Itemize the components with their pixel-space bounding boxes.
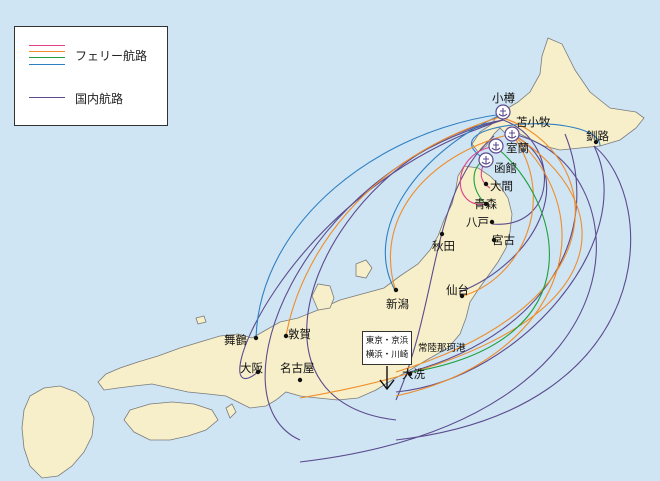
anchor-icon — [488, 138, 504, 154]
port-dot-icon — [255, 369, 261, 375]
anchor-icon — [495, 104, 511, 120]
port-label-hakodate: 函館 — [494, 161, 517, 175]
legend-domestic-line — [29, 97, 65, 98]
port-dot-icon — [253, 335, 259, 341]
port-label-oma: 大間 — [490, 179, 513, 193]
port-label-otaru: 小樽 — [492, 91, 515, 105]
port-dot-icon — [393, 287, 399, 293]
port-label-sendai: 仙台 — [446, 283, 469, 297]
anchor-icon — [504, 126, 520, 142]
port-label-tsuruga: 敦賀 — [288, 327, 311, 341]
port-dot-icon — [283, 333, 289, 339]
anchors — [478, 104, 520, 168]
port-dot-icon — [593, 139, 599, 145]
kyushu — [21, 385, 95, 479]
port-label-aomori: 青森 — [474, 197, 497, 211]
port-label-maizuru: 舞鶴 — [224, 333, 247, 347]
ferry-routes — [255, 113, 601, 399]
oki — [195, 315, 207, 325]
port-label-tomakomai: 苫小牧 — [516, 115, 551, 129]
legend: フェリー航路 国内航路 — [14, 26, 168, 126]
port-dot-icon — [459, 293, 465, 299]
tokyo-box-line1: 東京・京浜 — [365, 336, 409, 346]
port-dot-icon — [491, 237, 497, 243]
legend-pink-line — [29, 45, 65, 46]
legend-orange-line — [29, 51, 65, 52]
port-dot-icon — [297, 377, 303, 383]
awaji — [225, 403, 237, 419]
down-arrow-icon — [379, 366, 395, 391]
anchor-icon — [478, 152, 494, 168]
port-dot-icon — [489, 219, 495, 225]
port-label-muroran: 室蘭 — [506, 141, 529, 155]
legend-domestic-label: 国内航路 — [75, 92, 124, 106]
port-label-miyako: 宮古 — [492, 233, 515, 247]
port-dot-icon — [407, 371, 413, 377]
legend-green-line — [29, 57, 65, 58]
port-label-hitachinaka: 常陸那珂港 — [418, 343, 466, 354]
noto — [311, 283, 335, 311]
port-label-niigata: 新潟 — [386, 297, 409, 311]
port-dot-icon — [483, 181, 489, 187]
shikoku — [123, 401, 219, 441]
port-label-akita: 秋田 — [432, 239, 455, 253]
port-label-nagoya: 名古屋 — [280, 361, 315, 375]
port-dot-icon — [439, 231, 445, 237]
port-label-kushiro: 釧路 — [586, 129, 609, 143]
legend-blue-line — [29, 64, 65, 65]
port-dot-icon — [483, 201, 489, 207]
port-label-hachinohe: 八戸 — [466, 215, 489, 229]
port-label-oarai: 大洗 — [402, 367, 425, 381]
port-label-osaka: 大阪 — [240, 361, 263, 375]
legend-ferry-label: フェリー航路 — [75, 49, 148, 63]
tokyo-box: 東京・京浜 横浜・川崎 — [362, 331, 412, 365]
tokyo-box-line2: 横浜・川崎 — [365, 350, 409, 360]
sado — [355, 259, 373, 279]
